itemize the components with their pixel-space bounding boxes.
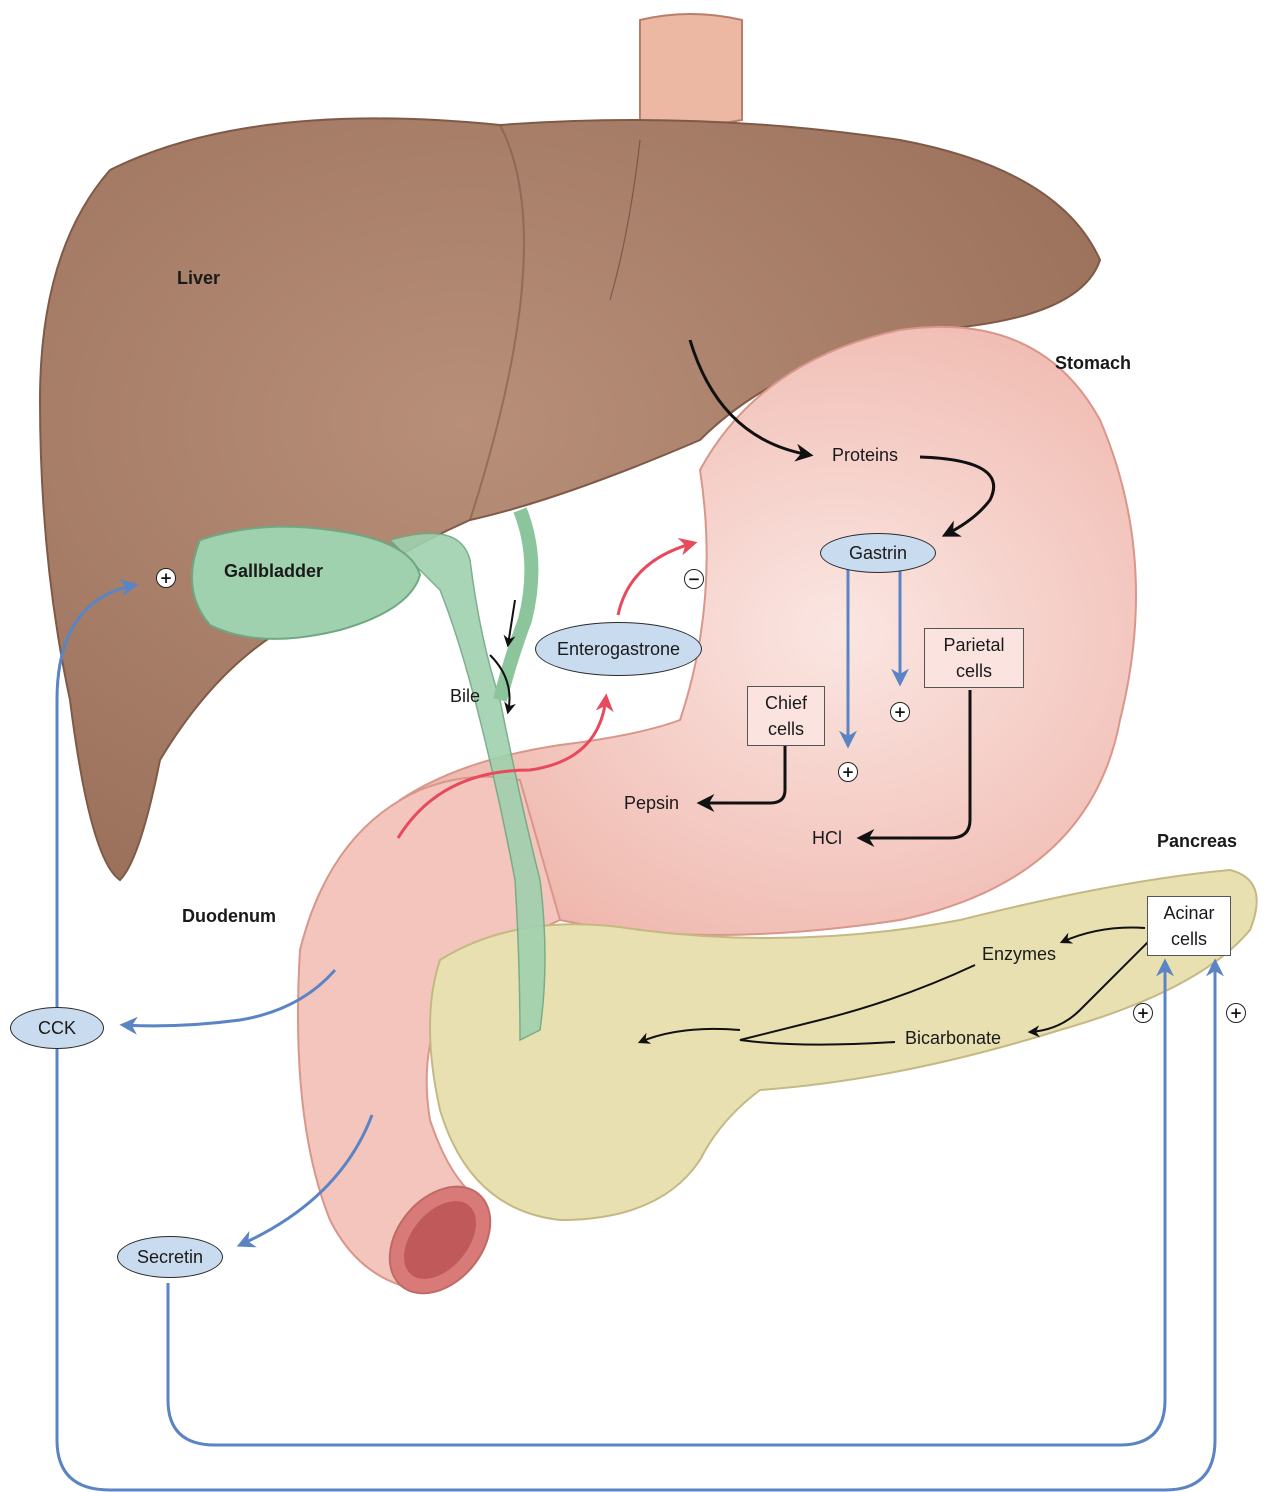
chief-cells-box: Chief cells <box>747 686 825 746</box>
parietal-plus-sign: + <box>890 702 910 722</box>
pepsin-label: Pepsin <box>624 793 679 814</box>
hcl-label: HCl <box>812 828 842 849</box>
enterogastrone-oval: Enterogastrone <box>535 622 702 676</box>
enzymes-label: Enzymes <box>982 944 1056 965</box>
bile-label: Bile <box>450 686 480 707</box>
pancreas-label: Pancreas <box>1157 831 1237 852</box>
stomach-minus-sign: − <box>684 569 704 589</box>
liver-label: Liver <box>177 268 220 289</box>
gallbladder-shape <box>192 527 420 639</box>
secretin-oval: Secretin <box>117 1236 223 1278</box>
bicarbonate-label: Bicarbonate <box>905 1028 1001 1049</box>
hepatic-duct <box>500 510 531 700</box>
acinar-cells-box: Acinar cells <box>1147 896 1231 956</box>
acinar-cells-line2: cells <box>1171 926 1207 952</box>
gallbladder-label: Gallbladder <box>224 561 323 582</box>
duodenum-label: Duodenum <box>182 906 276 927</box>
parietal-cells-line1: Parietal <box>943 632 1004 658</box>
cck-oval: CCK <box>10 1007 104 1049</box>
acinar-cells-line1: Acinar <box>1163 900 1214 926</box>
chief-plus-sign: + <box>838 762 858 782</box>
stomach-label: Stomach <box>1055 353 1131 374</box>
gastrin-oval: Gastrin <box>820 533 936 573</box>
enterogastrone-inhibit-arrow <box>618 543 694 615</box>
proteins-label: Proteins <box>832 445 898 466</box>
gallbladder-plus-sign: + <box>156 568 176 588</box>
esophagus <box>640 14 742 125</box>
chief-cells-line2: cells <box>768 716 804 742</box>
cck-pancreas-plus-sign: + <box>1226 1003 1246 1023</box>
parietal-cells-box: Parietal cells <box>924 628 1024 688</box>
parietal-cells-line2: cells <box>956 658 992 684</box>
chief-cells-line1: Chief <box>765 690 807 716</box>
secretin-pancreas-plus-sign: + <box>1133 1003 1153 1023</box>
